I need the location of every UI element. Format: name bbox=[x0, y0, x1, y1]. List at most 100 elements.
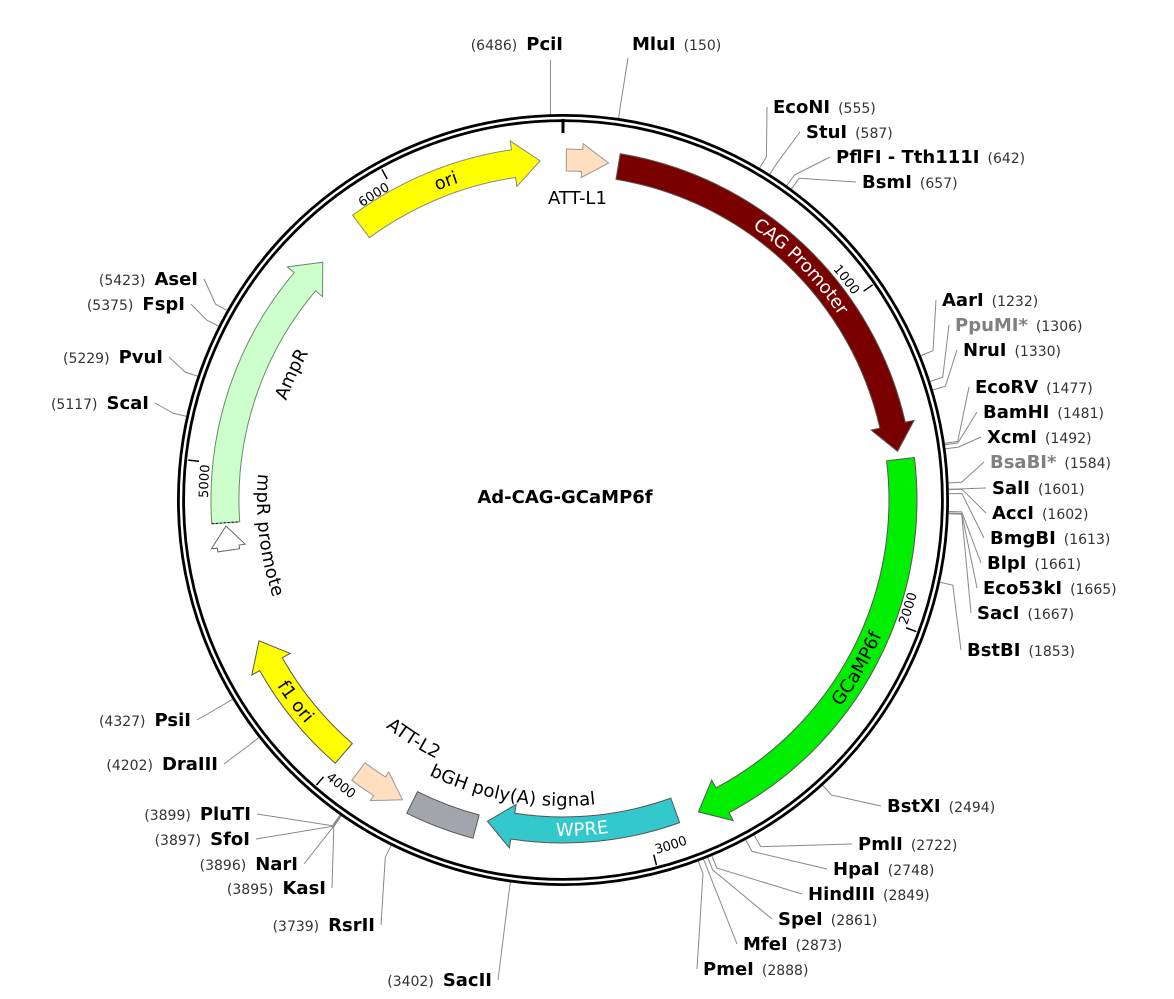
tick-label: 3000 bbox=[653, 834, 689, 858]
enzyme-position: (2849) bbox=[883, 888, 930, 904]
enzyme-leader-line bbox=[930, 324, 950, 382]
feature-label-ampr: AmpR bbox=[271, 345, 313, 403]
enzyme-leader-line bbox=[759, 106, 768, 169]
enzyme-name: SacI bbox=[977, 603, 1019, 624]
feature-label-ampr-path: AmpR bbox=[271, 345, 313, 403]
enzyme-label-rsrii[interactable]: (3739)RsrII bbox=[273, 915, 375, 936]
enzyme-leader-line bbox=[948, 492, 985, 539]
enzyme-label-sali[interactable]: SalI (1601) bbox=[992, 478, 1085, 499]
enzyme-label-nari[interactable]: (3896)NarI bbox=[200, 854, 298, 875]
feature-gcamp6f-arrow[interactable] bbox=[697, 456, 918, 822]
enzyme-name: PsiI bbox=[155, 710, 191, 731]
enzyme-position: (5423) bbox=[99, 273, 146, 289]
feature-ori-arrow[interactable] bbox=[351, 139, 541, 239]
feature-ampr-promoter-arrow[interactable] bbox=[210, 525, 247, 553]
enzyme-label-saci[interactable]: SacI(1667) bbox=[977, 603, 1074, 624]
feature-f1-ori-arrow[interactable] bbox=[251, 640, 354, 764]
enzyme-label-acci[interactable]: AccI(1602) bbox=[992, 503, 1089, 524]
enzyme-label-bsabi[interactable]: BsaBI*(1584) bbox=[990, 452, 1111, 473]
enzyme-name: NruI bbox=[963, 340, 1006, 361]
enzyme-label-bmgbi[interactable]: BmgBI(1613) bbox=[990, 528, 1110, 549]
enzyme-leader-line bbox=[618, 57, 629, 119]
enzyme-leader-line bbox=[948, 511, 982, 564]
enzyme-label-mlui[interactable]: MluI(150) bbox=[632, 34, 721, 55]
enzyme-position: (1661) bbox=[1034, 557, 1081, 573]
enzyme-leader-line bbox=[203, 278, 228, 311]
feature-label-att-l2-path: ATT-L2 bbox=[383, 714, 444, 763]
enzyme-label-psii[interactable]: (4327)PsiI bbox=[99, 710, 191, 731]
enzyme-position: (1601) bbox=[1038, 482, 1085, 498]
feature-label-wpre: WPRE bbox=[556, 816, 610, 840]
enzyme-label-blpi[interactable]: BlpI(1661) bbox=[987, 553, 1081, 574]
enzyme-position: (2748) bbox=[888, 863, 935, 879]
enzyme-name: HpaI bbox=[833, 859, 880, 880]
enzyme-label-sfoi[interactable]: (3897)SfoI bbox=[155, 829, 250, 850]
enzyme-label-pvui[interactable]: (5229)PvuI bbox=[63, 347, 163, 368]
enzyme-position: (1330) bbox=[1014, 344, 1061, 360]
enzyme-label-xcmi[interactable]: XcmI(1492) bbox=[987, 427, 1092, 448]
enzyme-label-fspi[interactable]: (5375)FspI bbox=[87, 294, 185, 315]
enzyme-label-pflfi-tth111i[interactable]: PflFI - Tth111I(642) bbox=[836, 147, 1025, 168]
enzyme-label-pmei[interactable]: PmeI (2888) bbox=[703, 959, 808, 980]
enzyme-label-ecorv[interactable]: EcoRV(1477) bbox=[975, 377, 1093, 398]
enzyme-label-bstxi[interactable]: BstXI(2494) bbox=[887, 796, 995, 817]
enzyme-name: EcoRV bbox=[975, 377, 1038, 398]
feature-att-l2-arrow[interactable] bbox=[351, 762, 404, 802]
enzyme-leader-line bbox=[711, 855, 803, 895]
enzyme-name: SalI bbox=[992, 478, 1030, 499]
feature-ampr-arrow[interactable] bbox=[210, 261, 324, 525]
enzyme-label-pcii[interactable]: (6486)PciI bbox=[471, 34, 563, 55]
tick-mark bbox=[863, 284, 874, 292]
enzyme-name: MluI bbox=[632, 34, 676, 55]
enzyme-name: PmeI bbox=[703, 959, 754, 980]
feature-cag-promoter-arrow[interactable] bbox=[615, 153, 916, 453]
enzyme-position: (2873) bbox=[796, 938, 843, 954]
enzyme-leader-line bbox=[703, 859, 738, 945]
enzyme-label-sacii[interactable]: (3402)SacII bbox=[387, 970, 492, 991]
enzyme-name: BstXI bbox=[887, 796, 941, 817]
enzyme-label-nrui[interactable]: NruI (1330) bbox=[963, 340, 1061, 361]
enzyme-label-ppumi[interactable]: PpuMI*(1306) bbox=[955, 315, 1082, 336]
enzyme-label-bamhi[interactable]: BamHI(1481) bbox=[983, 402, 1104, 423]
enzyme-label-hindiii[interactable]: HindIII(2849) bbox=[808, 884, 930, 905]
enzyme-position: (642) bbox=[988, 151, 1026, 167]
enzyme-leader-line bbox=[944, 386, 970, 444]
enzyme-name: StuI bbox=[806, 122, 847, 143]
enzyme-label-bstbi[interactable]: BstBI(1853) bbox=[967, 640, 1075, 661]
feature-wpre-arrow[interactable] bbox=[486, 797, 681, 850]
enzyme-name: PpuMI* bbox=[955, 315, 1029, 336]
enzyme-position: (5375) bbox=[87, 298, 134, 314]
enzyme-name: NarI bbox=[255, 854, 298, 875]
enzyme-leader-line bbox=[707, 857, 773, 920]
enzyme-label-draiii[interactable]: (4202)DraIII bbox=[106, 754, 218, 775]
feature-att-l1-arrow[interactable] bbox=[565, 142, 610, 179]
enzyme-label-kasi[interactable]: (3895)KasI bbox=[227, 878, 326, 899]
enzyme-label-stui[interactable]: StuI(587) bbox=[806, 122, 893, 143]
enzyme-label-econi[interactable]: EcoNI (555) bbox=[773, 97, 876, 118]
enzyme-label-bsmi[interactable]: BsmI(657) bbox=[862, 172, 958, 193]
plasmid-title: Ad-CAG-GCaMP6f bbox=[477, 487, 652, 508]
enzyme-name: PmlI bbox=[858, 834, 903, 855]
enzyme-label-aari[interactable]: AarI(1232) bbox=[942, 290, 1038, 311]
enzyme-name: AseI bbox=[154, 269, 198, 290]
enzyme-leader-line bbox=[790, 177, 857, 190]
enzyme-position: (2888) bbox=[762, 963, 809, 979]
enzyme-label-hpai[interactable]: HpaI (2748) bbox=[833, 859, 934, 880]
feature-label-bgh-poly-a-signal: bGH poly(A) signal bbox=[427, 760, 596, 810]
enzyme-position: (555) bbox=[838, 101, 876, 117]
enzyme-label-spei[interactable]: SpeI(2861) bbox=[778, 909, 877, 930]
enzyme-leader-line bbox=[944, 411, 978, 446]
enzyme-label-pluti[interactable]: (3899)PluTI bbox=[144, 804, 251, 825]
enzyme-label-eco53ki[interactable]: Eco53kI(1665) bbox=[983, 578, 1117, 599]
enzyme-name: EcoNI bbox=[773, 97, 830, 118]
enzyme-name: ScaI bbox=[107, 393, 149, 414]
enzyme-name: XcmI bbox=[987, 427, 1037, 448]
feature-bgh-poly-a-signal-arrow[interactable] bbox=[406, 791, 480, 839]
enzyme-label-asei[interactable]: (5423) AseI bbox=[99, 269, 198, 290]
feature-label-att-l1: ATT-L1 bbox=[548, 188, 607, 209]
enzyme-label-mfei[interactable]: MfeI(2873) bbox=[743, 934, 842, 955]
enzyme-label-scai[interactable]: (5117)ScaI bbox=[51, 393, 149, 414]
enzyme-label-pmli[interactable]: PmlI(2722) bbox=[858, 834, 957, 855]
enzyme-position: (1665) bbox=[1070, 582, 1117, 598]
